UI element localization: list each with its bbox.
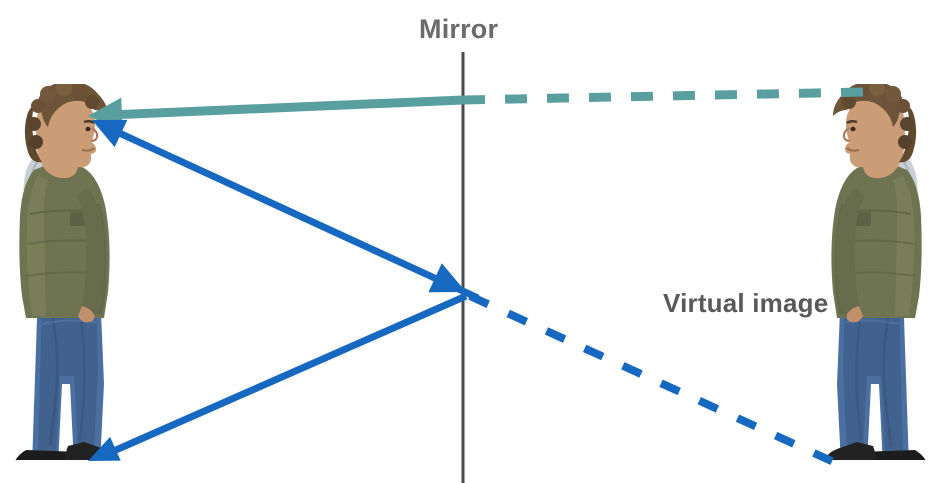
- person-real-observer: [8, 84, 126, 460]
- person-figure-right-facing: [15, 84, 117, 460]
- foot-arrowhead-blue: [88, 436, 121, 461]
- virtual-ray-dashed-blue: [468, 292, 840, 468]
- mirror-label: Mirror: [419, 14, 499, 44]
- incident-ray-solid-teal: [107, 95, 464, 120]
- reflected-ray-blue-mirror-to-foot: [98, 292, 468, 461]
- person-virtual-image: [815, 84, 932, 460]
- person-figure-left-facing: [824, 84, 926, 460]
- eye-arrowhead-blue: [92, 119, 128, 148]
- virtual-image-label: Virtual image: [663, 288, 829, 318]
- reflection-point-arrowhead-blue: [428, 263, 466, 293]
- incident-ray-blue-eye-to-mirror: [102, 122, 480, 302]
- virtual-ray-dashed-teal: [462, 87, 867, 105]
